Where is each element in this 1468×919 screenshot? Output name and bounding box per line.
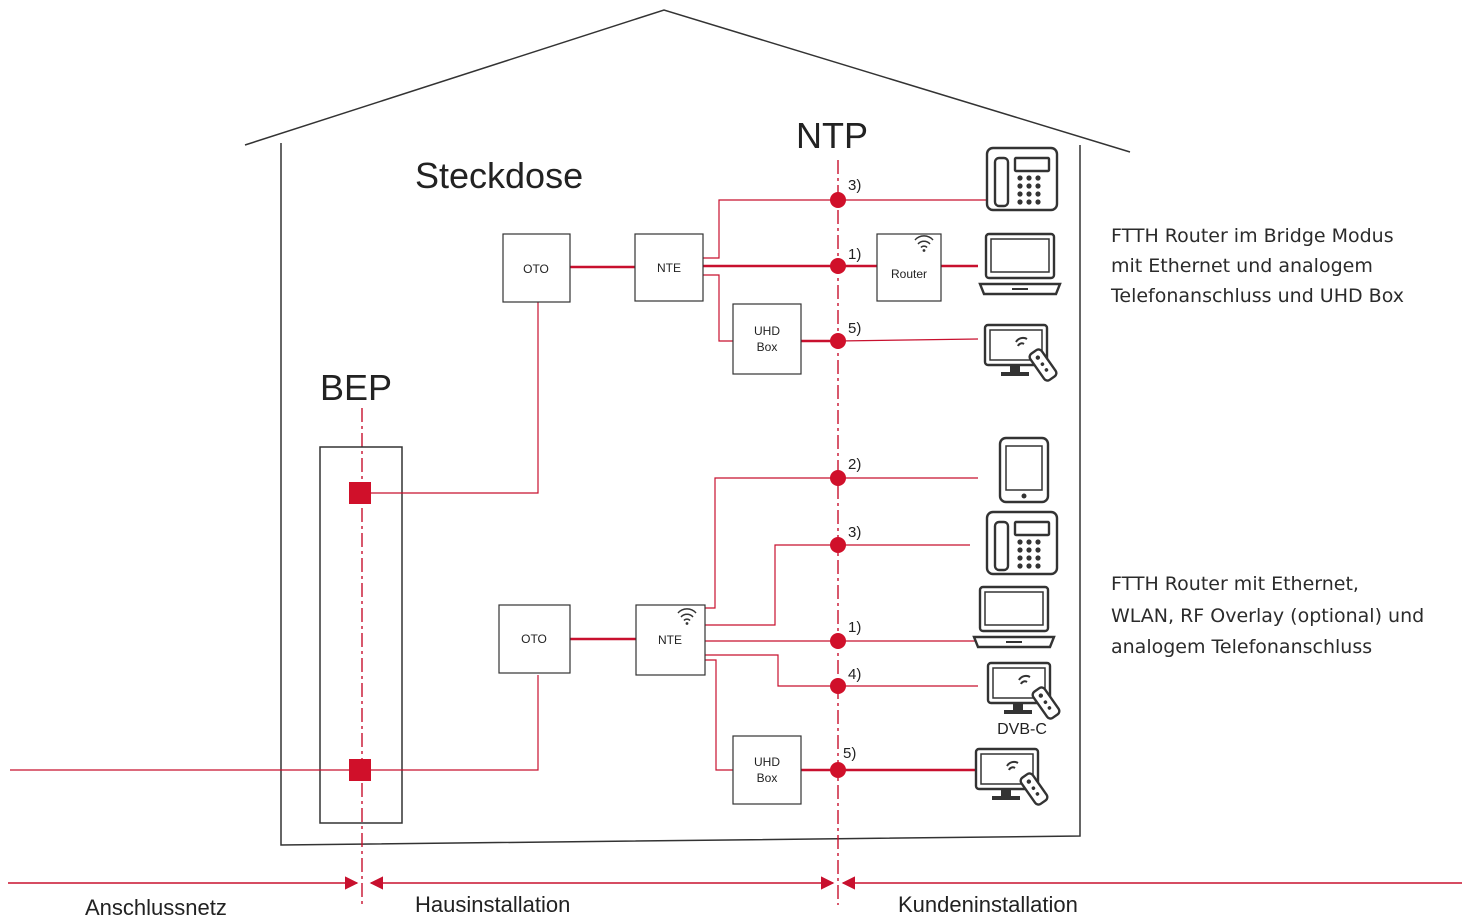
- description-bottom: FTTH Router mit Ethernet, WLAN, RF Overl…: [1111, 573, 1424, 658]
- oto-label-bottom: OTO: [521, 632, 547, 646]
- ntp-point: [830, 537, 846, 553]
- bep-box: [319, 446, 403, 824]
- nte-box-top: [634, 233, 704, 302]
- laptop-icon: [972, 585, 1056, 649]
- ntp-point: [830, 678, 846, 694]
- uhd-label-bottom-1: UHD: [754, 755, 780, 769]
- description-top-line: mit Ethernet und analogem: [1111, 255, 1373, 277]
- ntp-title: NTP: [796, 115, 868, 156]
- description-bottom-line: analogem Telefonanschluss: [1111, 636, 1372, 658]
- description-bottom-line: WLAN, RF Overlay (optional) und: [1111, 605, 1424, 627]
- marker-bottom-5: 5): [843, 745, 856, 762]
- oto-label-top: OTO: [523, 262, 549, 276]
- uhd-box-bottom: [732, 735, 802, 805]
- marker-bottom-4: 4): [848, 666, 861, 683]
- ntp-point: [830, 633, 846, 649]
- uhd-label-top-2: Box: [757, 340, 778, 354]
- steckdose-title: Steckdose: [415, 155, 583, 196]
- description-top: FTTH Router im Bridge Modus mit Ethernet…: [1110, 225, 1404, 307]
- marker-top-1: 3): [848, 177, 861, 194]
- tv-remote-icon: [986, 661, 1063, 722]
- description-bottom-line: FTTH Router mit Ethernet,: [1111, 573, 1359, 595]
- router-label: Router: [891, 267, 927, 281]
- bep-connector-top: [349, 482, 371, 504]
- oto-box-top: [502, 233, 571, 303]
- uhd-label-top-1: UHD: [754, 324, 780, 338]
- house-outline: [244, 9, 1131, 846]
- tablet-icon: [998, 436, 1050, 504]
- description-top-line: Telefonanschluss und UHD Box: [1110, 285, 1404, 307]
- ntp-points: [830, 192, 846, 778]
- zone-hausinstallation: Hausinstallation: [415, 892, 570, 917]
- marker-bottom-2: 3): [848, 524, 861, 541]
- ntp-point: [830, 470, 846, 486]
- dvbc-label: DVB-C: [997, 721, 1047, 738]
- laptop-icon: [978, 232, 1062, 296]
- nte-label-bottom: NTE: [658, 633, 682, 647]
- router-box: [876, 233, 942, 302]
- tv-remote-icon: [983, 323, 1060, 384]
- oto-box-bottom: [498, 604, 571, 674]
- zone-kundeninstallation: Kundeninstallation: [898, 892, 1078, 917]
- phone-icon: [985, 510, 1059, 576]
- tv-remote-icon: [974, 747, 1051, 808]
- ntp-point: [830, 762, 846, 778]
- marker-bottom-3: 1): [848, 619, 861, 636]
- marker-bottom-1: 2): [848, 456, 861, 473]
- bep-title: BEP: [320, 367, 392, 408]
- uhd-label-bottom-2: Box: [757, 771, 778, 785]
- description-top-line: FTTH Router im Bridge Modus: [1111, 225, 1394, 247]
- zone-anschlussnetz: Anschlussnetz: [85, 895, 227, 919]
- marker-top-2: 1): [848, 246, 861, 263]
- ntp-point: [830, 333, 846, 349]
- ntp-point: [830, 192, 846, 208]
- nte-label-top: NTE: [657, 261, 681, 275]
- bep-connector-bottom: [349, 759, 371, 781]
- nte-box-bottom: [635, 604, 706, 676]
- ntp-point: [830, 258, 846, 274]
- phone-icon: [985, 146, 1059, 212]
- marker-top-3: 5): [848, 320, 861, 337]
- uhd-box-top: [732, 303, 802, 375]
